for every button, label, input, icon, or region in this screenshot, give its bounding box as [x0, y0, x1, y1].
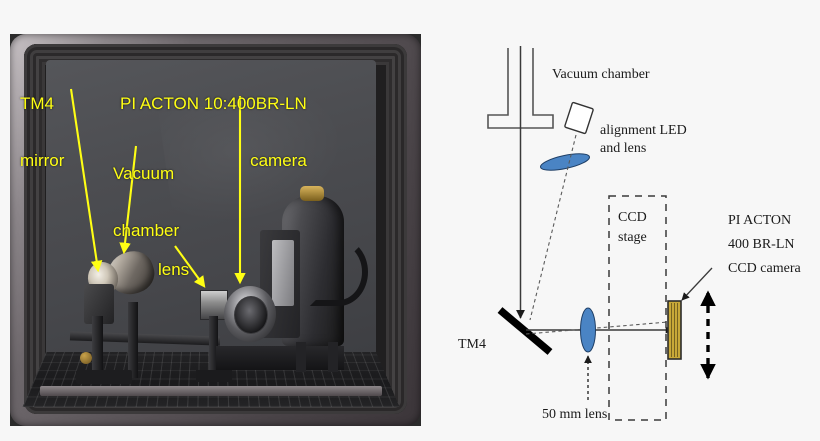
- ccd-chip-hatching: [671, 303, 678, 357]
- lens-base: [196, 370, 232, 382]
- arrow-to-tm4-mirror: [69, 88, 103, 273]
- label-pi-acton-camera-line2: camera: [250, 151, 307, 170]
- alignment-lens-ellipse: [540, 153, 590, 171]
- label-vacuum-chamber: Vacuum chamber: [113, 126, 179, 278]
- lens-post: [209, 316, 218, 376]
- camera-stage: [216, 346, 344, 370]
- label-ccd-stage-line1: CCD: [618, 210, 647, 225]
- ccd-stage-box: [608, 195, 667, 421]
- camera-foot-right: [328, 342, 338, 372]
- label-tm4-mirror-line1: TM4: [20, 94, 54, 113]
- label-vacuum-chamber-line1: Vacuum: [113, 164, 175, 183]
- alignment-led-ray: [529, 134, 577, 321]
- tm4-mirror-symbol: [497, 307, 553, 355]
- arrow-to-lens: [174, 245, 206, 288]
- ccd-camera-leader: [681, 267, 713, 301]
- label-camera-line3: CCD camera: [728, 261, 801, 276]
- camera-foot-left: [296, 342, 306, 372]
- schematic-svg: Vacuum chamber alignment LED and lens TM…: [458, 46, 801, 422]
- camera-cable: [310, 238, 368, 306]
- label-ccd-stage-line2: stage: [618, 230, 647, 245]
- optical-schematic-diagram: Vacuum chamber alignment LED and lens TM…: [440, 0, 820, 441]
- label-lens-line1: lens: [158, 260, 190, 279]
- camera-side-plate: [272, 240, 294, 306]
- adjustment-knob: [80, 352, 92, 364]
- setup-photograph: TM4 mirror PI ACTON 10:400BR-LN camera V…: [10, 34, 421, 426]
- label-lens: lens: [158, 222, 189, 317]
- label-tm4-diagram: TM4: [458, 337, 486, 352]
- optic-base-left: [76, 370, 132, 384]
- photo-annotation-arrows: [69, 88, 246, 288]
- label-alignment-led-line2: and lens: [600, 141, 646, 156]
- label-tm4-mirror-line2: mirror: [20, 151, 65, 170]
- ccd-chip-symbol: [667, 300, 682, 360]
- label-vacuum-chamber-diagram: Vacuum chamber: [552, 67, 650, 82]
- alignment-beam-after-mirror: [525, 321, 669, 335]
- label-pi-acton-camera: PI ACTON 10:400BR-LN camera: [120, 56, 307, 208]
- label-vacuum-chamber-line2: chamber: [113, 221, 180, 240]
- lens-50mm-ellipse: [580, 307, 596, 353]
- label-camera-line2: 400 BR-LN: [728, 237, 795, 252]
- camera-fill-cap: [300, 186, 324, 201]
- camera-head-aperture: [234, 296, 268, 334]
- label-50mm-lens: 50 mm lens: [542, 407, 607, 422]
- optic-post-mid: [128, 302, 138, 378]
- alignment-led-symbol: [564, 101, 594, 135]
- arrow-to-vacuum-chamber: [119, 145, 138, 255]
- breadboard-front-edge: [40, 386, 382, 396]
- optic-post-left: [92, 316, 103, 378]
- label-tm4-mirror: TM4 mirror: [20, 56, 64, 208]
- label-pi-acton-camera-line1: PI ACTON 10:400BR-LN: [120, 94, 307, 113]
- label-camera-line1: PI ACTON: [728, 213, 791, 228]
- label-alignment-led-line1: alignment LED: [600, 123, 687, 138]
- alignment-led-box: [564, 101, 594, 135]
